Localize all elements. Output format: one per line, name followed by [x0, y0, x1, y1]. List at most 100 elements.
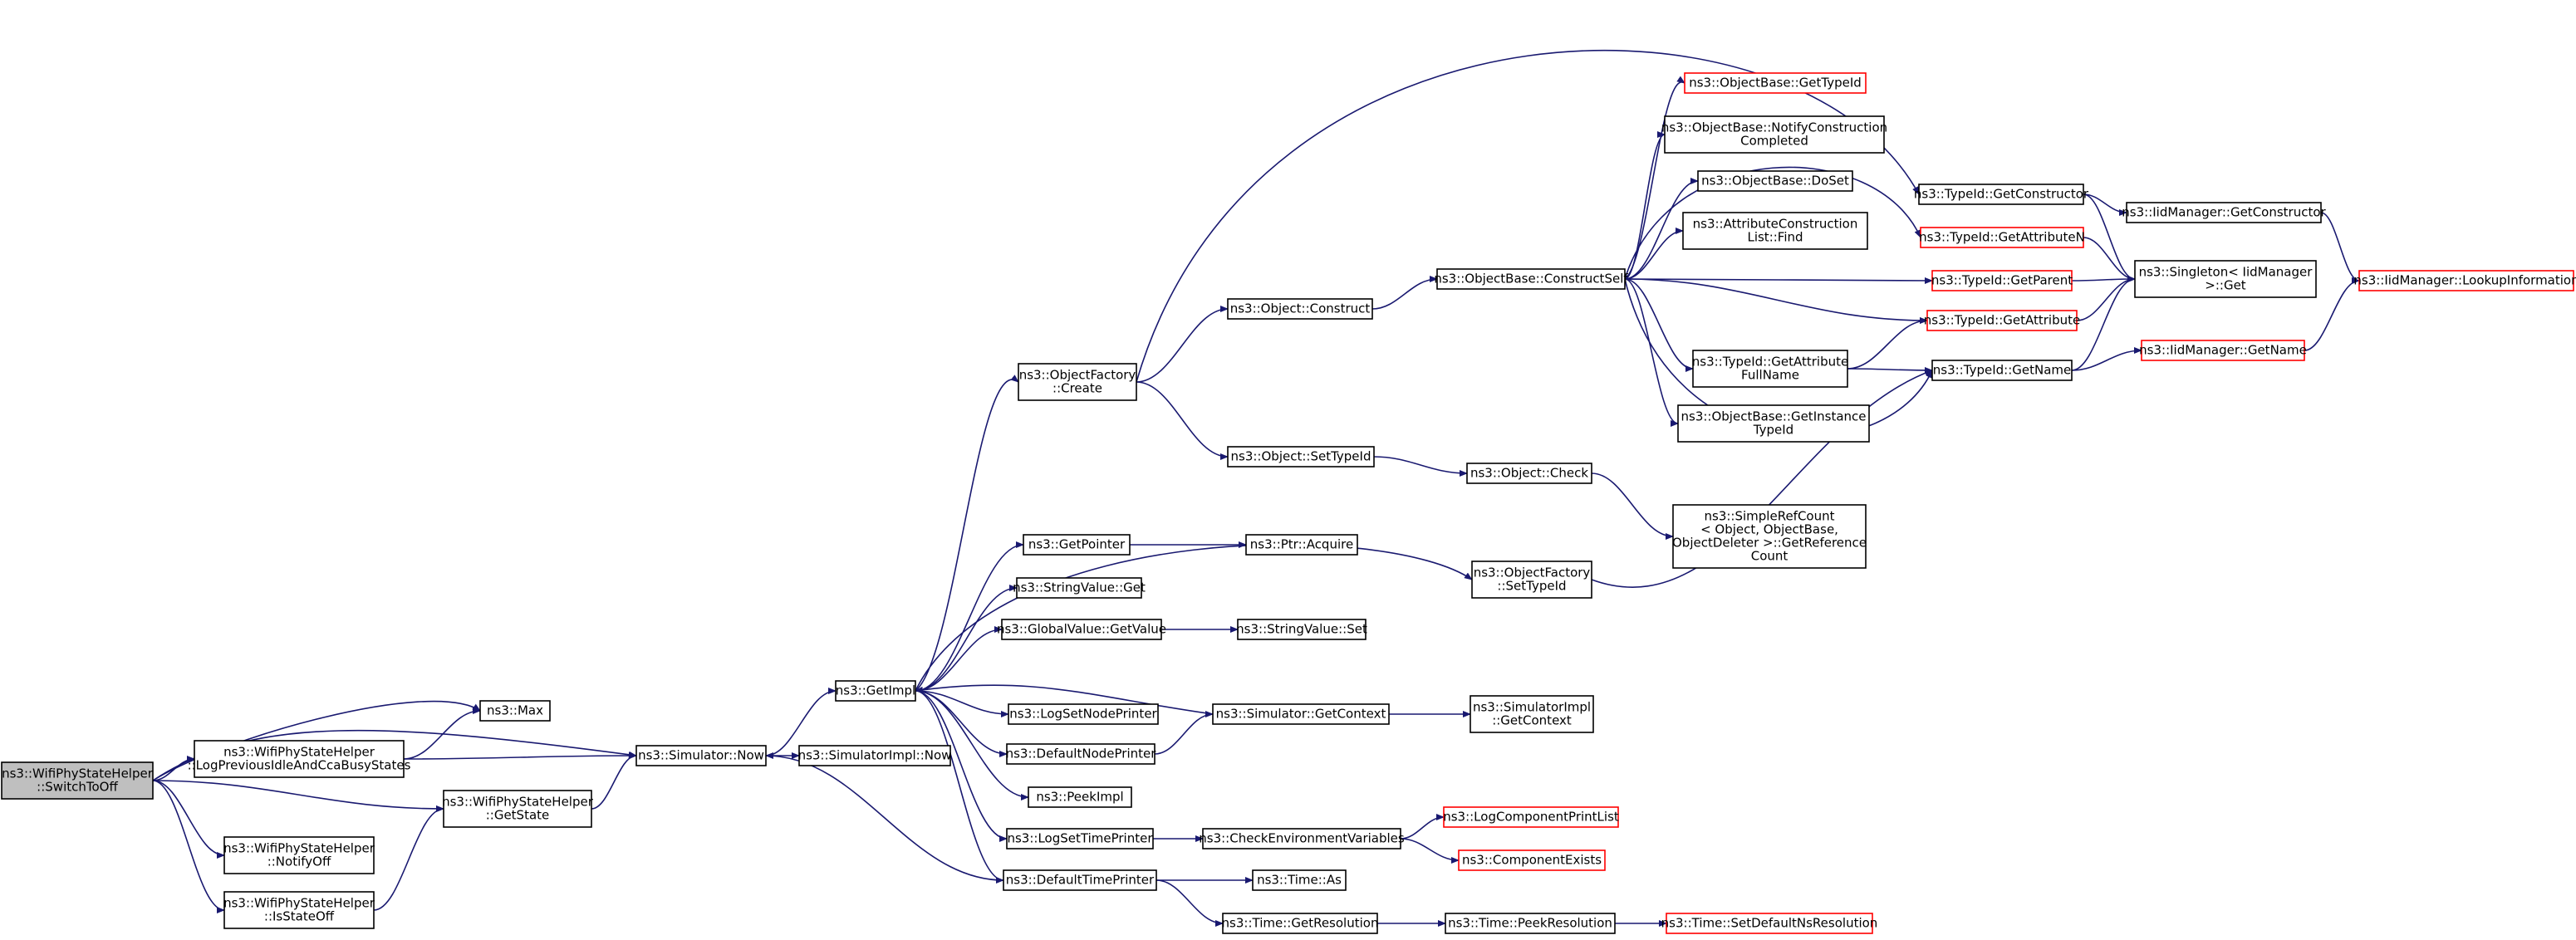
node-obnotify[interactable]: ns3::ObjectBase::NotifyConstructionCompl…: [1661, 115, 1887, 154]
node-simimplgetctx[interactable]: ns3::SimulatorImpl::GetContext: [1470, 695, 1594, 733]
node-logsetnode[interactable]: ns3::LogSetNodePrinter: [1008, 703, 1159, 725]
node-gvgetvalue[interactable]: ns3::GlobalValue::GetValue: [997, 619, 1166, 640]
node-label-getimpl: ns3::GetImpl: [836, 683, 915, 698]
node-compexists[interactable]: ns3::ComponentExists: [1458, 849, 1606, 871]
node-checkenv[interactable]: ns3::CheckEnvironmentVariables: [1199, 828, 1405, 849]
node-timesetdefns[interactable]: ns3::Time::SetDefaultNsResolution: [1661, 913, 1878, 934]
node-label-isstateoff: ::IsStateOff: [264, 909, 335, 924]
node-label-root: ::SwitchToOff: [37, 780, 118, 795]
node-label-obnotify: Completed: [1740, 134, 1808, 149]
edge-simgetctx-to-getimpl: [915, 684, 1214, 715]
node-root[interactable]: ns3::WifiPhyStateHelper::SwitchToOff: [1, 761, 154, 800]
node-peekimpl[interactable]: ns3::PeekImpl: [1028, 786, 1132, 808]
node-max[interactable]: ns3::Max: [479, 700, 551, 722]
node-label-iidgetname: ns3::IidManager::GetName: [2139, 343, 2307, 358]
node-simimplnow[interactable]: ns3::SimulatorImpl::Now: [798, 745, 952, 766]
node-logcompprint[interactable]: ns3::LogComponentPrintList: [1443, 806, 1619, 828]
node-tidgetctor[interactable]: ns3::TypeId::GetConstructor: [1914, 184, 2089, 205]
node-label-svset: ns3::StringValue::Set: [1236, 622, 1367, 637]
node-label-logsetnode: ns3::LogSetNodePrinter: [1009, 707, 1157, 722]
node-logsettime[interactable]: ns3::LogSetTimePrinter: [1006, 828, 1154, 849]
node-label-obgetinst: ns3::ObjectBase::GetInstance: [1681, 409, 1867, 424]
node-tidgetattrn[interactable]: ns3::TypeId::GetAttributeN: [1919, 227, 2085, 248]
node-label-ofsettypeid: ::SetTypeId: [1497, 579, 1566, 594]
node-simgetctx[interactable]: ns3::Simulator::GetContext: [1212, 703, 1390, 725]
node-ofsettypeid[interactable]: ns3::ObjectFactory::SetTypeId: [1471, 561, 1592, 599]
node-box-simimplnow: [798, 745, 951, 766]
edge-tidgetattrn-to-singletonget: [2083, 237, 2136, 282]
node-objconstruct[interactable]: ns3::Object::Construct: [1227, 298, 1373, 320]
edge-tidgetattr-to-singletonget: [2076, 276, 2136, 321]
node-getpointer[interactable]: ns3::GetPointer: [1023, 534, 1131, 556]
node-obgettypeid[interactable]: ns3::ObjectBase::GetTypeId: [1684, 72, 1867, 94]
node-getimpl[interactable]: ns3::GetImpl: [835, 680, 916, 702]
node-singletonget[interactable]: ns3::Singleton< IidManager >::Get: [2134, 260, 2317, 298]
edge-ofcreate-to-objconstruct: [1136, 306, 1229, 383]
node-label-peekimpl: ns3::PeekImpl: [1036, 790, 1123, 805]
node-label-max: ns3::Max: [487, 703, 543, 718]
node-obconstructself[interactable]: ns3::ObjectBase::ConstructSelf: [1434, 268, 1628, 290]
node-label-timepeekres: ns3::Time::PeekResolution: [1448, 916, 1612, 931]
node-timegetres[interactable]: ns3::Time::GetResolution: [1222, 913, 1379, 934]
node-isstateoff[interactable]: ns3::WifiPhyStateHelper::IsStateOff: [223, 891, 375, 929]
node-defnode[interactable]: ns3::DefaultNodePrinter: [1006, 743, 1157, 765]
node-label-srcgetref: < Object, ObjectBase,: [1700, 522, 1838, 537]
node-notifyoff[interactable]: ns3::WifiPhyStateHelper::NotifyOff: [223, 836, 375, 874]
node-logprev[interactable]: ns3::WifiPhyStateHelper::LogPreviousIdle…: [188, 740, 411, 778]
node-srcgetref[interactable]: ns3::SimpleRefCount< Object, ObjectBase,…: [1672, 504, 1867, 569]
edge-deftime-to-simnow: [765, 752, 1004, 881]
node-box-tidgetattrn: [1920, 227, 2084, 248]
node-svget[interactable]: ns3::StringValue::Get: [1013, 577, 1146, 599]
node-box-simgetctx: [1212, 703, 1390, 725]
node-label-objcheck: ns3::Object::Check: [1470, 466, 1588, 481]
node-box-svset: [1237, 619, 1367, 640]
edge-tidgetctor-to-iidgetctor: [2083, 193, 2127, 216]
node-box-objconstruct: [1227, 298, 1373, 320]
node-label-singletonget: >::Get: [2205, 278, 2246, 293]
node-label-ofcreate: ns3::ObjectFactory: [1019, 368, 1136, 383]
node-ofcreate[interactable]: ns3::ObjectFactory::Create: [1018, 363, 1137, 401]
node-box-notifyoff: [223, 836, 375, 874]
node-label-singletonget: ns3::Singleton< IidManager: [2139, 265, 2313, 280]
node-iidgetctor[interactable]: ns3::IidManager::GetConstructor: [2122, 202, 2327, 223]
node-objsettypeid[interactable]: ns3::Object::SetTypeId: [1227, 446, 1375, 468]
edge-obconstructself-to-tidgetattrfull: [1624, 278, 1694, 372]
node-box-obgettypeid: [1684, 72, 1867, 94]
node-svset[interactable]: ns3::StringValue::Set: [1236, 619, 1367, 640]
node-label-notifyoff: ::NotifyOff: [267, 854, 331, 869]
node-simnow[interactable]: ns3::Simulator::Now: [635, 745, 767, 766]
edge-logprev-to-max: [403, 707, 481, 760]
node-box-peekimpl: [1028, 786, 1132, 808]
node-tidgetattr[interactable]: ns3::TypeId::GetAttribute: [1924, 310, 2080, 331]
node-getstate[interactable]: ns3::WifiPhyStateHelper::GetState: [442, 790, 594, 828]
edge-logprev-to-simnow: [403, 752, 637, 760]
node-box-singletonget: [2134, 260, 2317, 298]
node-box-tidgetattr: [1926, 310, 2078, 331]
node-label-ofsettypeid: ns3::ObjectFactory: [1474, 565, 1591, 580]
node-objcheck[interactable]: ns3::Object::Check: [1466, 463, 1592, 484]
node-iidgetname[interactable]: ns3::IidManager::GetName: [2139, 340, 2307, 361]
node-obdoset[interactable]: ns3::ObjectBase::DoSet: [1697, 170, 1853, 192]
node-timeas[interactable]: ns3::Time::As: [1252, 869, 1347, 891]
node-box-compexists: [1458, 849, 1606, 871]
edge-obconstructself-to-obgettypeid: [1624, 76, 1685, 280]
node-label-acfind: List::Find: [1747, 230, 1803, 245]
node-box-iidlookup: [2358, 270, 2574, 291]
node-iidlookup[interactable]: ns3::IidManager::LookupInformation: [2353, 270, 2576, 291]
node-label-defnode: ns3::DefaultNodePrinter: [1006, 747, 1157, 761]
node-timepeekres[interactable]: ns3::Time::PeekResolution: [1445, 913, 1616, 934]
node-label-logcompprint: ns3::LogComponentPrintList: [1443, 810, 1619, 825]
node-tidgetparent[interactable]: ns3::TypeId::GetParent: [1931, 270, 2073, 291]
node-tidgetname[interactable]: ns3::TypeId::GetName: [1931, 360, 2073, 381]
edge-root-to-notifyoff: [152, 780, 225, 859]
edge-getimpl-to-logsetnode: [915, 690, 1009, 717]
node-label-isstateoff: ns3::WifiPhyStateHelper: [223, 896, 375, 911]
node-deftime[interactable]: ns3::DefaultTimePrinter: [1003, 869, 1157, 891]
edge-iidgetctor-to-iidlookup: [2320, 212, 2360, 284]
node-ptracquire[interactable]: ns3::Ptr::Acquire: [1245, 534, 1358, 556]
node-label-getpointer: ns3::GetPointer: [1028, 537, 1126, 552]
